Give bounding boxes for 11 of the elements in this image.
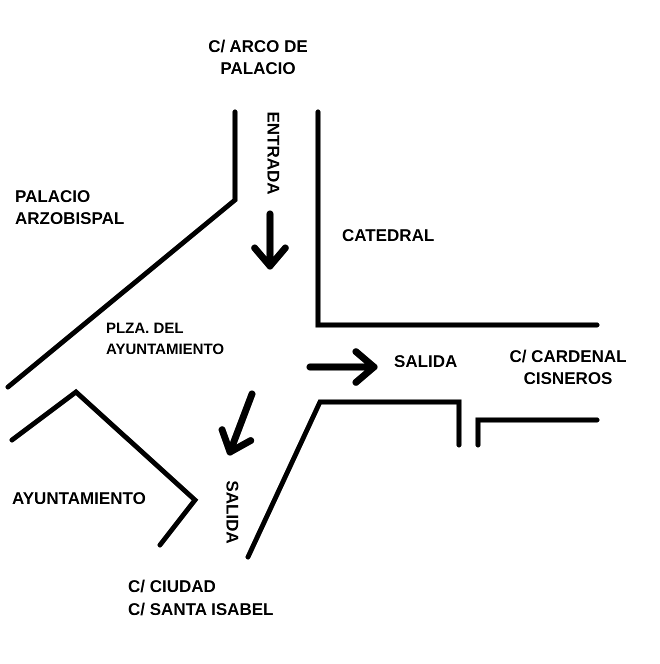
building-name: CATEDRAL bbox=[342, 225, 434, 247]
direction-label: SALIDA bbox=[394, 351, 458, 373]
street-name: C/ SANTA ISABEL bbox=[128, 599, 274, 621]
building-name: PALACIO ARZOBISPAL bbox=[15, 186, 126, 230]
direction-label: ENTRADA bbox=[262, 111, 284, 195]
street-name: C/ CARDENAL CISNEROS bbox=[508, 346, 628, 390]
direction-label: SALIDA bbox=[221, 480, 242, 544]
street-name: C/ CIUDAD bbox=[128, 576, 216, 598]
square-name: PLZA. DEL AYUNTAMIENTO bbox=[106, 319, 226, 360]
street-name: C/ ARCO DE PALACIO bbox=[207, 36, 309, 80]
building-name: AYUNTAMIENTO bbox=[12, 488, 146, 510]
